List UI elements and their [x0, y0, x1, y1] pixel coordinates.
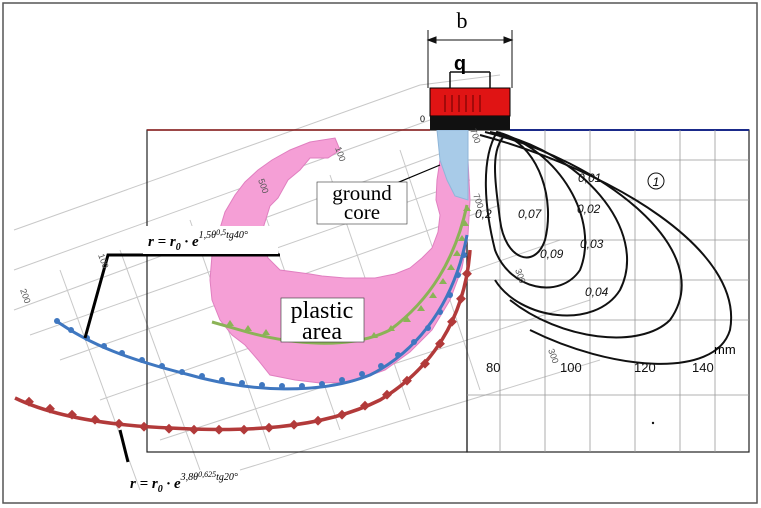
contour-label-004: 0,04	[585, 285, 609, 299]
contour-label-02: 0,2	[475, 207, 492, 221]
ruler-mark-7: 300	[546, 347, 561, 365]
x-axis-ticks: 80 100 120 140	[486, 360, 714, 375]
red-markers	[24, 268, 472, 435]
footing-ticks	[444, 95, 481, 112]
width-dimension	[426, 30, 514, 88]
red-curve	[14, 249, 472, 432]
circle-label: 1	[653, 175, 660, 189]
ruler-mark-5: 300	[513, 267, 528, 285]
x-tick-120: 120	[634, 360, 656, 375]
ruler-mark-8: 700	[468, 127, 483, 145]
contour-label-009: 0,09	[540, 247, 564, 261]
stress-contours	[479, 130, 733, 365]
ground-core-line2: core	[344, 200, 380, 224]
width-label: b	[457, 8, 468, 33]
blue-markers	[54, 252, 467, 389]
ruler-mark-4: 200	[18, 287, 33, 305]
x-tick-100: 100	[560, 360, 582, 375]
ruler-mark-1: 100	[333, 145, 348, 163]
footing-load	[429, 87, 511, 117]
blue-curve	[54, 234, 469, 391]
formula-top: r = r0 · e1,5θ0,5tg40°	[143, 226, 278, 254]
contour-label-003: 0,03	[580, 237, 604, 251]
x-tick-140: 140	[692, 360, 714, 375]
load-arrow	[449, 71, 491, 88]
contour-label-007: 0,07	[518, 207, 543, 221]
plastic-area-line2: area	[302, 319, 342, 345]
ground-core-line1: ground	[332, 181, 392, 205]
x-tick-80: 80	[486, 360, 500, 375]
contour-label-001: 0,01	[578, 171, 601, 185]
dot	[651, 421, 655, 425]
load-label: q	[454, 53, 466, 75]
unit-label: mm	[714, 342, 736, 357]
contour-label-002: 0,02	[577, 202, 601, 216]
circle-marker	[647, 172, 665, 190]
ground-core-label: ground core	[316, 181, 408, 225]
plastic-area-line1: plastic	[291, 298, 354, 324]
contour-labels: 0,01 0,02 0,03 0,04 0,07 0,09 0,2	[475, 171, 609, 299]
leader-lines	[83, 253, 280, 463]
ruler-mark-3: 700	[471, 192, 486, 210]
footing-base	[430, 116, 510, 130]
plastic-area-label: plastic area	[280, 297, 365, 345]
ruler-marks: 100 500 700 200 300 100 300 700	[18, 127, 561, 365]
ruler-mark-6: 100	[96, 252, 111, 270]
origin-label: 0	[420, 114, 425, 124]
ruler-mark-2: 500	[256, 177, 271, 195]
